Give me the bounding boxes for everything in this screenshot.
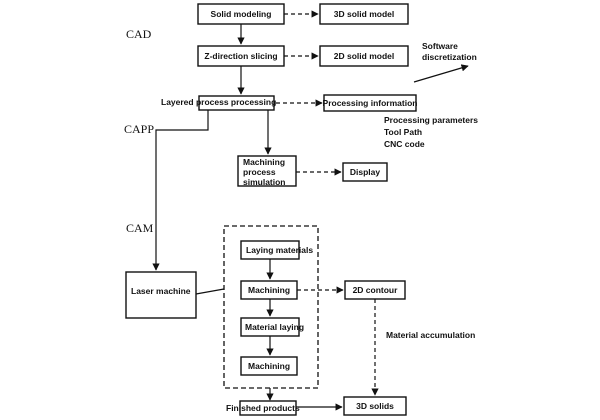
box-layered-processing (198, 95, 275, 111)
annotation-software: Software (422, 41, 458, 51)
label-3d-solid-model: 3D solid model (334, 9, 394, 19)
label-2d-solid-model: 2D solid model (334, 51, 394, 61)
link-laser-to-process (195, 288, 225, 295)
label-finished-products: Finished products (226, 403, 300, 413)
box-3d-solid-model (319, 3, 409, 25)
annotation-discretization: discretization (422, 52, 477, 62)
box-machining-2 (240, 356, 298, 376)
label-laser-machine: Laser machine (131, 286, 191, 296)
box-3d-solids (343, 396, 407, 416)
box-processing-information (323, 94, 417, 112)
box-2d-solid-model (319, 45, 409, 67)
label-3d-solids: 3D solids (356, 401, 394, 411)
label-machining-2: Machining (248, 361, 290, 371)
label-solid-modeling: Solid modeling (211, 9, 272, 19)
annotation-material-accumulation: Material accumulation (386, 330, 475, 340)
label-display: Display (350, 167, 381, 177)
label-machining-sim-2: process (243, 167, 276, 177)
arrow-to-laser-machine (152, 110, 209, 271)
label-material-laying: Material laying (245, 322, 304, 332)
label-z-direction-slicing: Z-direction slicing (204, 51, 277, 61)
annotation-tool-path: Tool Path (384, 127, 422, 137)
stage-label-capp: CAPP (124, 122, 154, 136)
arrow-software-discretization (413, 64, 469, 83)
box-display (342, 162, 388, 182)
stage-label-cam: CAM (126, 221, 154, 235)
label-2d-contour: 2D contour (353, 285, 399, 295)
label-machining-1: Machining (248, 285, 290, 295)
label-machining-sim-1: Machining (243, 157, 285, 167)
annotation-cnc-code: CNC code (384, 139, 425, 149)
box-laser-machine (125, 271, 197, 319)
box-finished-products (239, 400, 297, 416)
stage-label-cad: CAD (126, 27, 152, 41)
label-processing-information: Processing information (323, 98, 418, 108)
label-machining-sim-3: simulation (243, 177, 286, 187)
box-machining-simulation (237, 155, 297, 187)
label-laying-materials: Laying materials (246, 245, 313, 255)
annotation-processing-parameters: Processing parameters (384, 115, 478, 125)
label-layered-processing: Layered process processing (161, 97, 276, 107)
